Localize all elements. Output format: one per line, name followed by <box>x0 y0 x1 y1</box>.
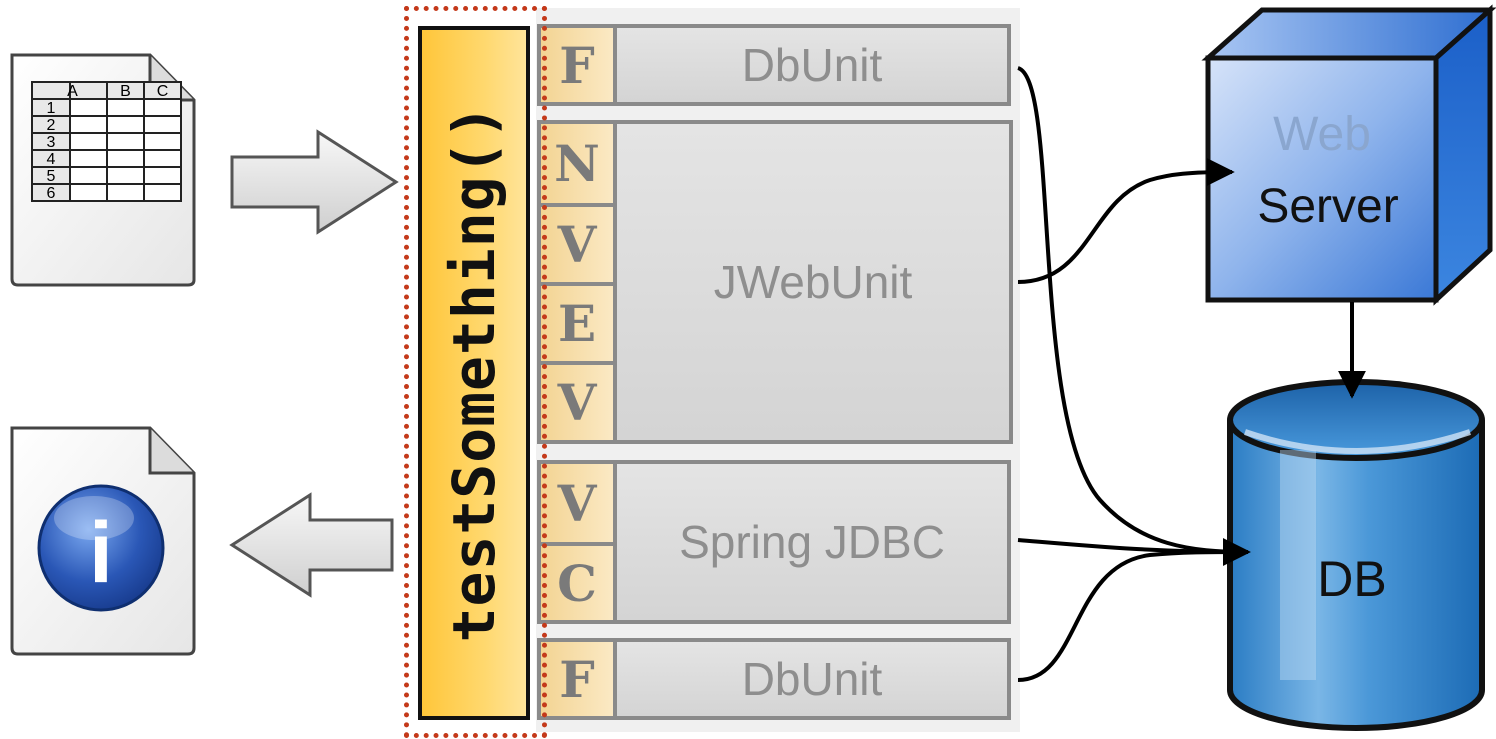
phase-letter: N <box>541 124 613 203</box>
layer-label: DbUnit <box>613 28 1007 102</box>
connector-dbunit-teardown-to-db <box>1017 550 1249 682</box>
spreadsheet-row-header: 5 <box>47 168 56 185</box>
spreadsheet-row-header: 3 <box>47 134 56 151</box>
layer-phase-letters: F <box>541 642 613 716</box>
connector-springjdbc-to-db <box>1017 537 1251 566</box>
right-artwork: Web Server DB <box>1017 4 1496 731</box>
info-icon <box>37 484 165 612</box>
layer-phase-letters: F <box>541 28 613 102</box>
spreadsheet-row-header: 2 <box>47 117 56 134</box>
spreadsheet-row-header: 1 <box>47 100 56 117</box>
output-arrow-icon <box>229 492 394 598</box>
test-method-bar: testSomething() <box>418 26 530 720</box>
spreadsheet-column-header: C <box>157 83 169 100</box>
connectors <box>1017 66 1366 682</box>
web-server-icon: Web Server <box>1201 4 1496 306</box>
connector-jwebunit-to-webserver <box>1017 158 1235 284</box>
web-server-label-line2: Server <box>1257 180 1398 233</box>
phase-letter: F <box>541 642 613 716</box>
spreadsheet-column-header: B <box>120 83 131 100</box>
test-method-highlight-frame <box>404 6 547 738</box>
spreadsheet-row-header: 4 <box>47 151 56 168</box>
layer-label: JWebUnit <box>613 124 1009 440</box>
spreadsheet-row-header: 6 <box>47 185 56 202</box>
connector-dbunit-setup-to-db <box>1017 66 1251 566</box>
phase-letter: E <box>541 282 613 361</box>
spreadsheet-column-header: A <box>67 83 78 100</box>
phase-letter: V <box>541 203 613 282</box>
phase-letter: C <box>541 542 613 620</box>
info-glyph: i <box>89 505 113 601</box>
web-server-label-line1: Web <box>1273 108 1371 161</box>
phase-letter: F <box>541 28 613 102</box>
phase-letter: V <box>541 361 613 440</box>
database-icon: DB <box>1227 379 1485 731</box>
layer-label: DbUnit <box>613 642 1007 716</box>
database-label: DB <box>1317 551 1386 607</box>
layer-label: Spring JDBC <box>613 464 1007 620</box>
report-document-icon: i <box>10 426 196 656</box>
input-arrow-icon <box>230 129 399 235</box>
phase-letter: V <box>541 464 613 542</box>
